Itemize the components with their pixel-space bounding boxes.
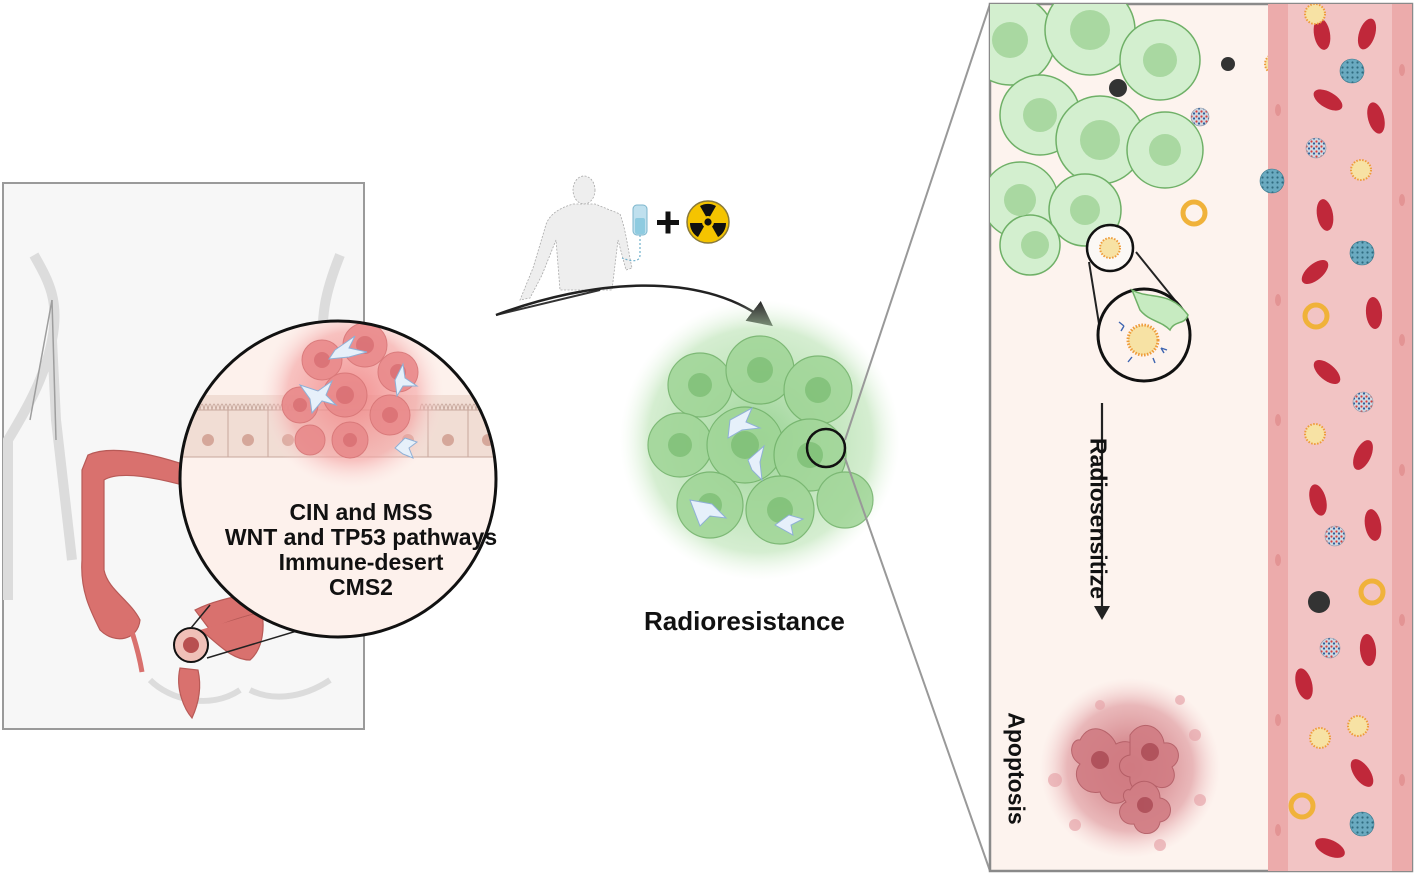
uptake-magnifier <box>1085 223 1192 383</box>
feature-cms: CMS2 <box>329 574 393 600</box>
feature-immune: Immune-desert <box>278 549 444 575</box>
apoptotic-tumor-cluster <box>1040 678 1220 858</box>
apoptosis-label: Apoptosis <box>1003 712 1030 825</box>
exosomes <box>1304 4 1372 749</box>
gold-nanoparticle <box>1109 79 1127 97</box>
patient-silhouette-icon <box>519 175 633 301</box>
plus-sign <box>657 211 679 234</box>
feature-cin-mss: CIN and MSS <box>289 499 433 525</box>
zoom-region-marker <box>805 427 847 469</box>
radioresistant-tumor-cluster <box>620 300 900 580</box>
feature-pathways: WNT and TP53 pathways <box>224 524 498 550</box>
microenvironment-panel <box>988 2 1414 873</box>
iv-drip-icon <box>621 204 648 262</box>
colon-illustration <box>81 449 264 720</box>
radioresistance-label: Radioresistance <box>644 606 845 636</box>
tumor-features-list: CIN and MSS WNT and TP53 pathways Immune… <box>196 500 526 600</box>
fibroblasts <box>298 335 419 459</box>
blood-vessel <box>1268 4 1412 871</box>
liposomes <box>1288 302 1386 820</box>
radiosensitize-label: Radiosensitize <box>1085 437 1112 600</box>
polymer-nanoparticles <box>1259 58 1375 837</box>
magnified-tumor-circle <box>178 319 498 639</box>
radiation-hazard-icon <box>686 200 730 244</box>
red-blood-cells <box>1295 18 1385 858</box>
